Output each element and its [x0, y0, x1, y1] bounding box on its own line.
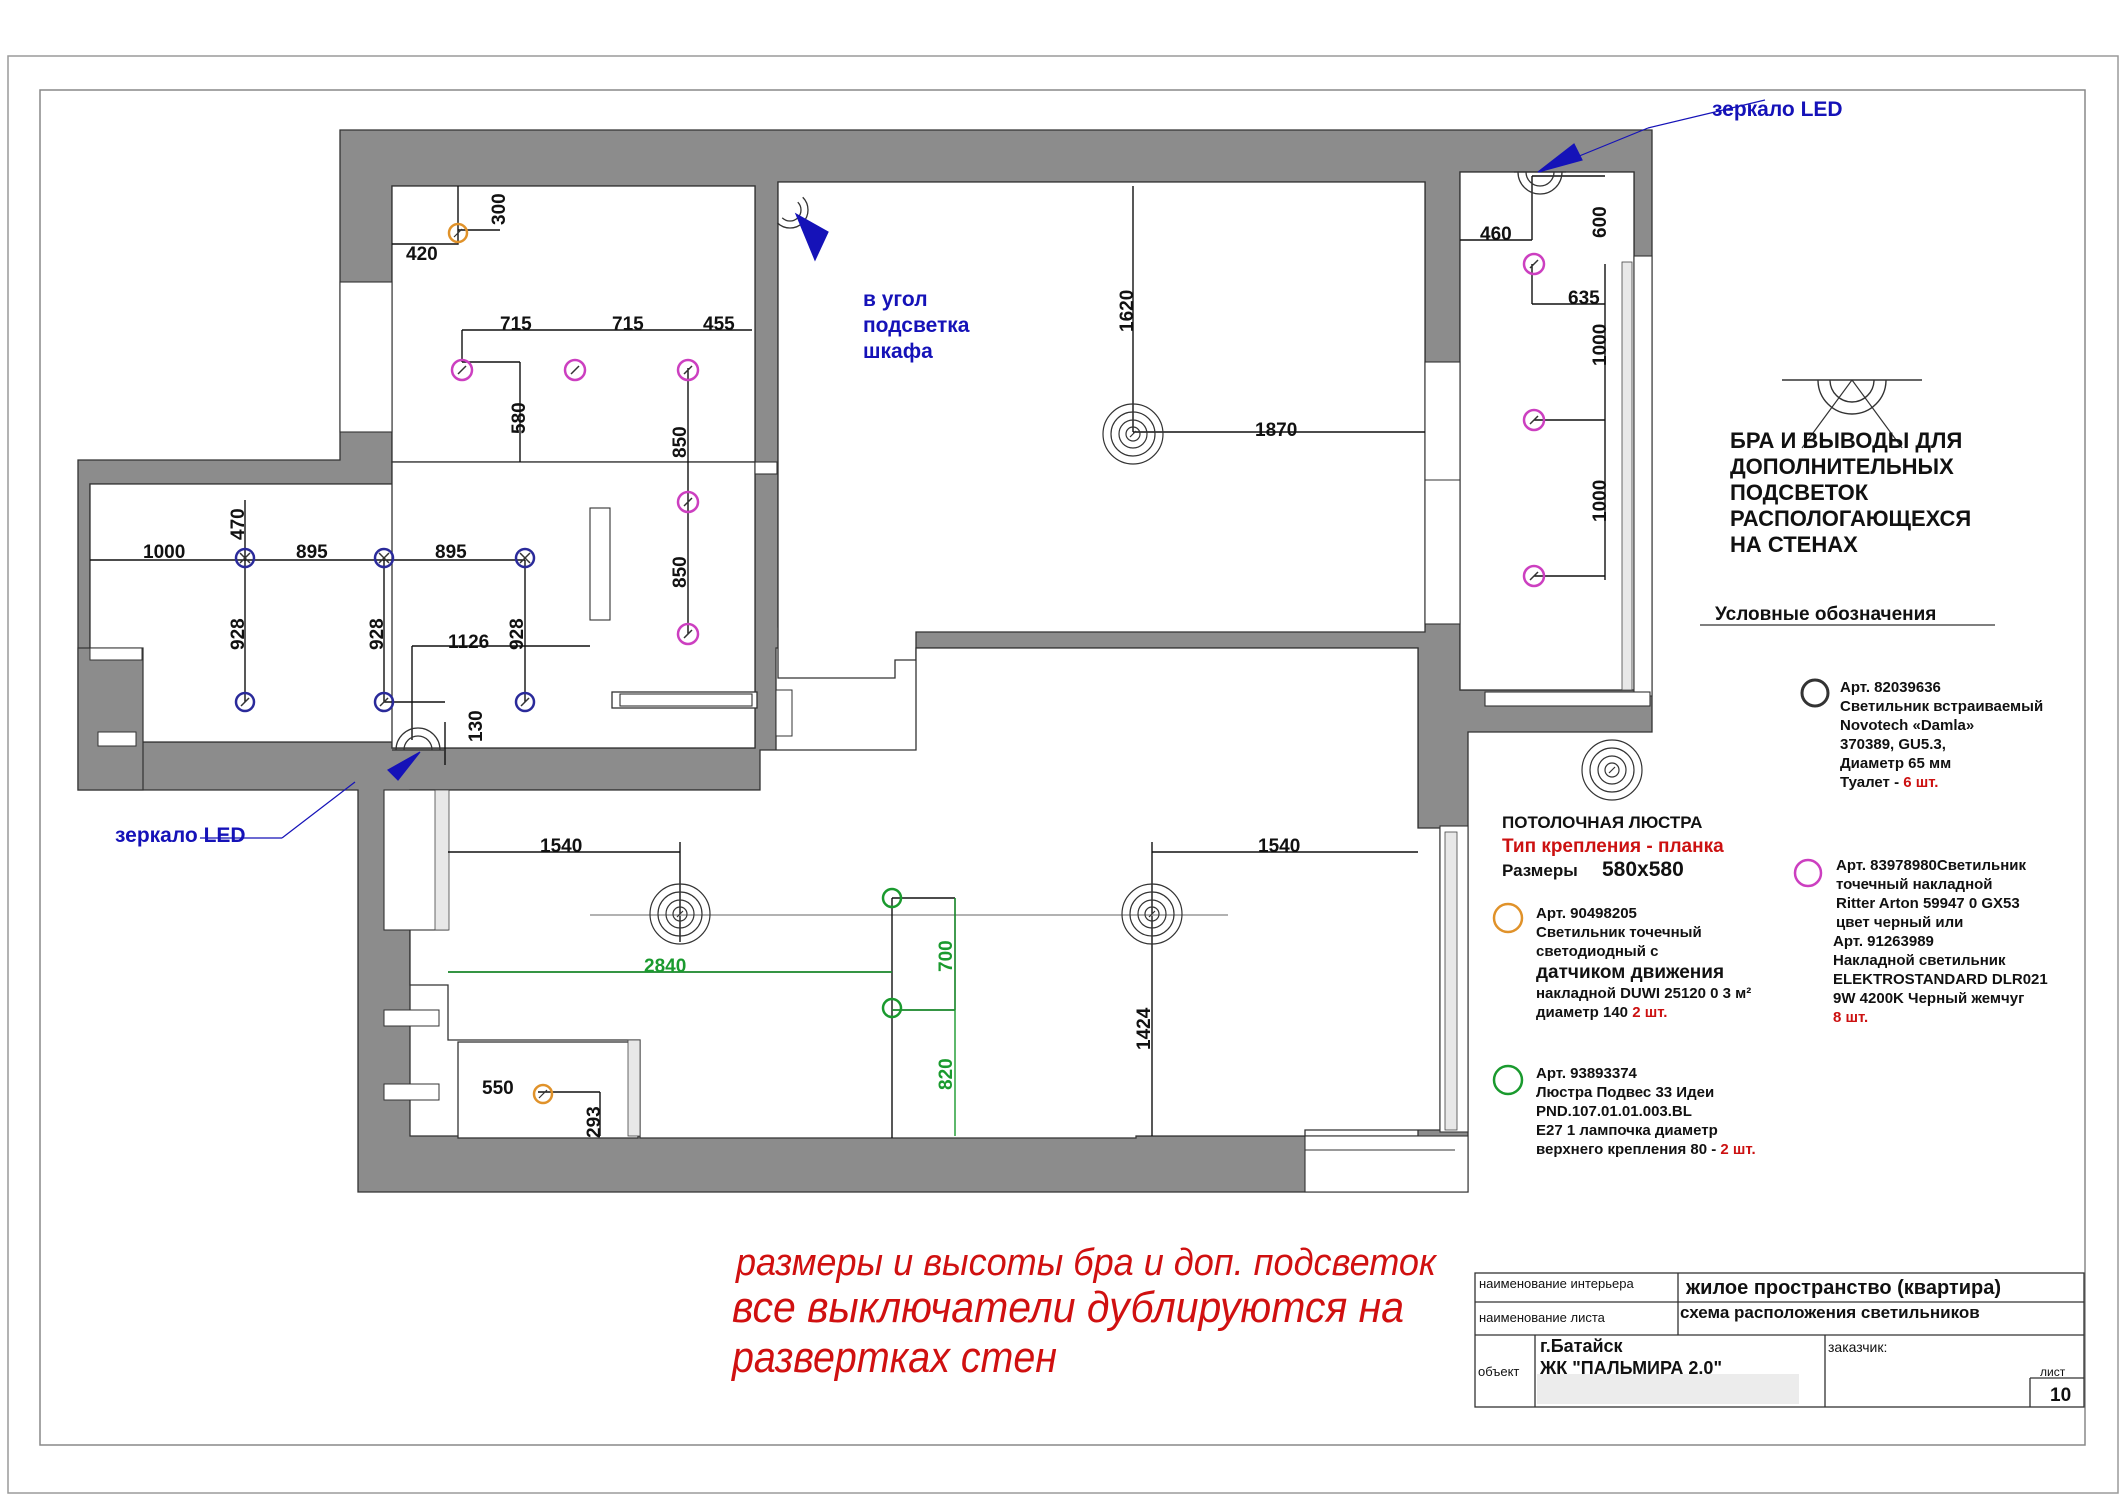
dim-820: 820	[936, 1058, 957, 1090]
handwritten-line1: размеры и высоты бра и доп. подсветок	[735, 1242, 1438, 1284]
dim-2840: 2840	[644, 956, 686, 977]
sconces-title-3: ПОДСВЕТОК	[1730, 480, 1869, 505]
pink-line5: Арт. 91263989	[1833, 933, 1934, 950]
dim-715-b: 715	[612, 314, 644, 335]
tb-interior-label: наименование интерьера	[1479, 1276, 1634, 1291]
chandelier-title: ПОТОЛОЧНАЯ ЛЮСТРА	[1502, 813, 1702, 832]
pink-line8: 9W 4200K Черный жемчуг	[1833, 990, 2024, 1007]
dim-928-a: 928	[228, 618, 249, 650]
note-closet-line1: в угол	[863, 288, 928, 311]
chandelier-size-label: Размеры	[1502, 861, 1578, 880]
green-line2: Люстра Подвес 33 Идеи	[1536, 1084, 1714, 1101]
legend-title: Условные обозначения	[1715, 604, 1936, 625]
chandelier-size: 580x580	[1602, 858, 1684, 881]
dark-qty: Туалет - 6 шт.	[1840, 774, 1938, 791]
tb-sheet-label: наименование листа	[1479, 1310, 1606, 1325]
green-line4: E27 1 лампочка диаметр	[1536, 1122, 1718, 1139]
tb-customer-label: заказчик:	[1828, 1339, 1887, 1355]
dim-928-b: 928	[367, 618, 388, 650]
orange-line4: накладной DUWI 25120 0 3 м²	[1536, 985, 1751, 1002]
dim-600: 600	[1590, 206, 1611, 238]
dim-850-b: 850	[670, 556, 691, 588]
tb-page-label: лист	[2040, 1365, 2066, 1379]
dim-130: 130	[466, 710, 487, 742]
pink-line1: Арт. 83978980Светильник	[1836, 857, 2026, 874]
dark-line1: Арт. 82039636	[1840, 679, 1941, 696]
dim-1000-b: 1000	[1590, 480, 1611, 522]
dim-1620: 1620	[1117, 290, 1138, 332]
dark-line3: Novotech «Damla»	[1840, 717, 1974, 734]
dim-1870: 1870	[1255, 420, 1297, 441]
orange-line2: Светильник точечный	[1536, 924, 1702, 941]
dim-580: 580	[509, 402, 530, 434]
dim-635: 635	[1568, 288, 1600, 309]
tb-sheet-value: схема расположения светильников	[1680, 1303, 1980, 1322]
tb-interior-value: жилое пространство (квартира)	[1685, 1277, 2001, 1299]
note-closet-line3: шкафа	[863, 340, 933, 363]
sconces-title-1: БРА И ВЫВОДЫ ДЛЯ	[1730, 428, 1962, 453]
pink-qty: 8 шт.	[1833, 1009, 1868, 1026]
title-block	[1474, 1272, 2085, 1408]
orange-line1: Арт. 90498205	[1536, 905, 1637, 922]
orange-qty: диаметр 140 2 шт.	[1536, 1004, 1667, 1021]
dim-700: 700	[936, 940, 957, 972]
pink-line3: Ritter Arton 59947 0 GX53	[1836, 895, 2020, 912]
dim-928-c: 928	[507, 618, 528, 650]
dim-850-a: 850	[670, 426, 691, 458]
pink-line4: цвет черный или	[1836, 914, 1963, 931]
chandelier-mount: Тип крепления - планка	[1502, 836, 1724, 857]
handwritten-line2: все выключатели дублируются на	[732, 1283, 1404, 1332]
green-line1: Арт. 93893374	[1536, 1065, 1638, 1082]
note-mirror-led-top: зеркало LED	[1712, 98, 1843, 121]
pink-line2: точечный накладной	[1836, 876, 1993, 893]
pink-line7: ELEKTROSTANDARD DLR021	[1833, 971, 2048, 988]
dim-293: 293	[584, 1106, 605, 1138]
sconces-title-4: РАСПОЛОГАЮЩЕХСЯ	[1730, 506, 1971, 531]
legend: БРА И ВЫВОДЫ ДЛЯ ДОПОЛНИТЕЛЬНЫХ ПОДСВЕТО…	[1502, 428, 2048, 1158]
dim-1540-a: 1540	[540, 836, 582, 857]
dim-470: 470	[228, 508, 249, 540]
sconces-title-5: НА СТЕНАХ	[1730, 532, 1858, 557]
green-qty: верхнего крепления 80 - 2 шт.	[1536, 1141, 1756, 1158]
dim-1424: 1424	[1134, 1007, 1155, 1050]
dim-455: 455	[703, 314, 735, 335]
handwritten-notes: размеры и высоты бра и доп. подсветок вс…	[730, 1242, 1438, 1382]
pink-line6: Накладной светильник	[1833, 952, 2006, 969]
dimension-labels: 300 420 715 715 455 580 850 850 1620 187…	[143, 193, 1611, 1138]
dim-715-a: 715	[500, 314, 532, 335]
tb-city: г.Батайск	[1540, 1336, 1624, 1356]
dim-895-a: 895	[296, 542, 328, 563]
dim-460: 460	[1480, 224, 1512, 245]
dark-line2: Светильник встраиваемый	[1840, 698, 2043, 715]
dim-1540-b: 1540	[1258, 836, 1300, 857]
dim-1126: 1126	[448, 632, 489, 653]
sconces-title-2: ДОПОЛНИТЕЛЬНЫХ	[1730, 454, 1954, 479]
dim-300: 300	[489, 193, 510, 225]
tb-page-number: 10	[2050, 1385, 2071, 1406]
orange-big: датчиком движения	[1536, 962, 1724, 983]
dim-895-b: 895	[435, 542, 467, 563]
dark-line4: 370389, GU5.3,	[1840, 736, 1946, 753]
dark-line5: Диаметр 65 мм	[1840, 755, 1951, 772]
tb-complex: ЖК "ПАЛЬМИРА 2.0"	[1539, 1358, 1722, 1378]
note-closet-line2: подсветка	[863, 314, 970, 337]
dim-1000-c: 1000	[143, 542, 185, 563]
orange-line3: светодиодный с	[1536, 943, 1658, 960]
tb-object-label: объект	[1478, 1364, 1519, 1379]
dim-1000-a: 1000	[1590, 324, 1611, 366]
dim-420: 420	[406, 244, 438, 265]
green-line3: PND.107.01.01.003.BL	[1536, 1103, 1692, 1120]
note-mirror-led-left: зеркало LED	[115, 824, 246, 847]
dim-550: 550	[482, 1078, 514, 1099]
handwritten-line3: развертках стен	[730, 1333, 1057, 1382]
